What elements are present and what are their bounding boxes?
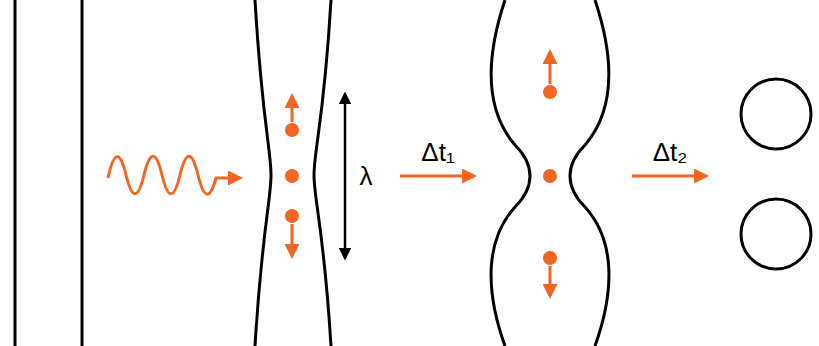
flow-arrow [549,52,552,84]
droplet [741,199,811,269]
mass-dot [285,209,299,223]
sheet-edge [14,0,17,346]
sheet-edge [81,0,84,346]
mass-dot [543,251,557,265]
wavelength-arrow [344,94,347,258]
laser-pulse [108,156,240,194]
sheet-edge [314,0,331,346]
time-step-label: Δt₁ [421,139,454,165]
flow-arrow [291,96,294,122]
flow-arrow [549,266,552,296]
flow-arrow [291,224,294,256]
time-arrow [400,175,474,178]
sheet-edge [255,0,271,346]
mass-dot [285,123,299,137]
sheet-edge [491,0,530,346]
mass-dot [543,85,557,99]
time-step-label: Δt₂ [653,139,688,165]
mass-dot [543,169,557,183]
droplet [741,79,811,149]
sheet-edge [570,0,609,346]
wavelength-label: λ [360,163,373,189]
time-arrow [632,175,706,178]
mass-dot [285,169,299,183]
